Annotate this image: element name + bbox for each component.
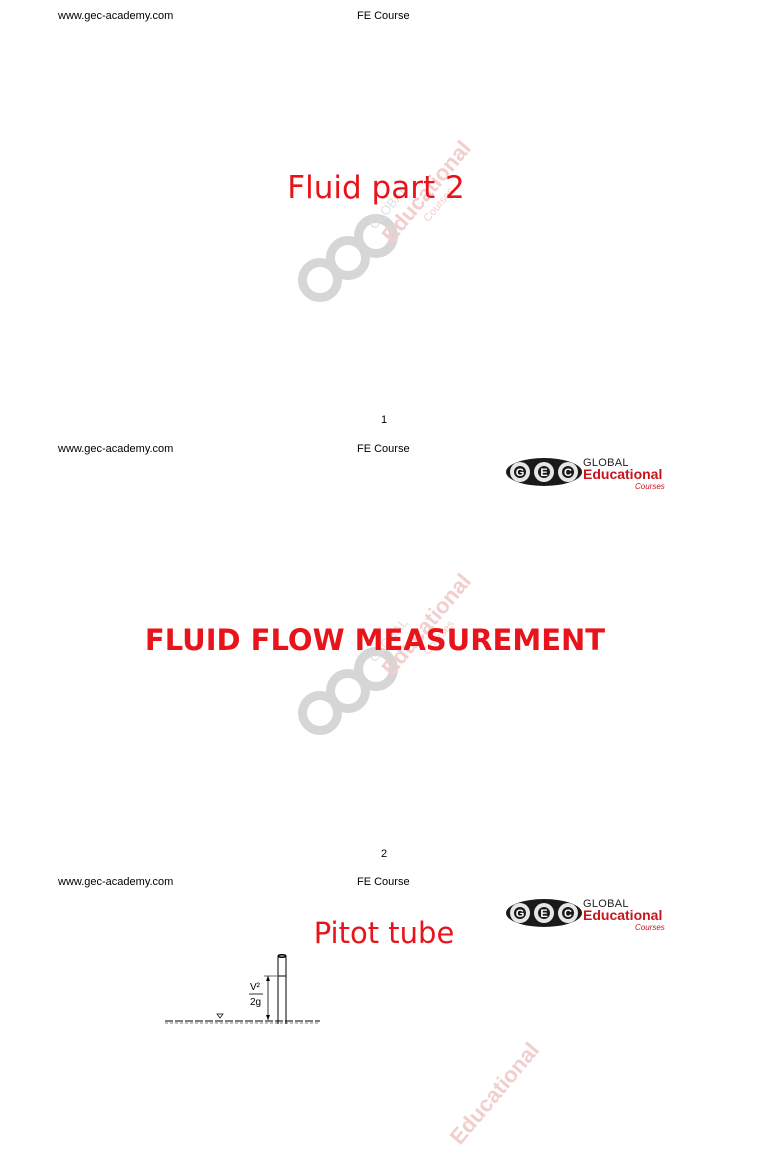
watermark-line2: Educational <box>445 1038 544 1150</box>
page-number: 1 <box>380 414 388 426</box>
logo-circles-icon: G E C <box>506 458 582 486</box>
pitot-tube-diagram: V² 2g <box>165 954 320 1024</box>
gec-logo: G E C GLOBAL Educational Courses <box>503 453 678 493</box>
svg-text:G: G <box>516 467 525 479</box>
logo-line3: Courses <box>635 923 665 932</box>
page-number: 2 <box>380 848 388 860</box>
header-course: FE Course <box>357 10 410 22</box>
gec-watermark: GLOBAL Educational Courses <box>298 569 476 735</box>
pitot-label-numerator: V² <box>250 982 261 993</box>
svg-text:E: E <box>540 467 547 479</box>
header-course: FE Course <box>357 876 410 888</box>
slide-title: Fluid part 2 <box>287 170 465 206</box>
slide-title: Pitot tube <box>313 916 455 950</box>
svg-text:E: E <box>540 908 547 920</box>
header-site: www.gec-academy.com <box>58 876 174 888</box>
header-site: www.gec-academy.com <box>58 10 174 22</box>
page-3: www.gec-academy.com FE Course G E C GLOB… <box>0 866 768 1149</box>
svg-text:C: C <box>564 908 572 920</box>
page-2: www.gec-academy.com FE Course G E C GLOB… <box>0 433 768 866</box>
logo-line1: GLOBAL <box>583 457 629 469</box>
watermark-circles <box>298 214 398 302</box>
gec-watermark: Educational <box>445 1038 544 1150</box>
logo-line2: Educational <box>583 466 663 482</box>
svg-text:C: C <box>564 467 572 479</box>
logo-line3: Courses <box>635 482 665 491</box>
logo-circles-icon: G E C <box>506 899 582 927</box>
slide-title: FLUID FLOW MEASUREMENT <box>144 623 606 657</box>
header-course: FE Course <box>357 443 410 455</box>
gec-watermark: GLOBAL Educational Courses <box>298 136 476 302</box>
header-site: www.gec-academy.com <box>58 443 174 455</box>
pitot-label-denominator: 2g <box>250 997 261 1008</box>
gec-logo: G E C GLOBAL Educational Courses <box>503 894 678 934</box>
logo-line2: Educational <box>583 907 663 923</box>
page-1: www.gec-academy.com FE Course GLOBAL Edu… <box>0 0 768 433</box>
logo-line1: GLOBAL <box>583 898 629 910</box>
svg-text:G: G <box>516 908 525 920</box>
